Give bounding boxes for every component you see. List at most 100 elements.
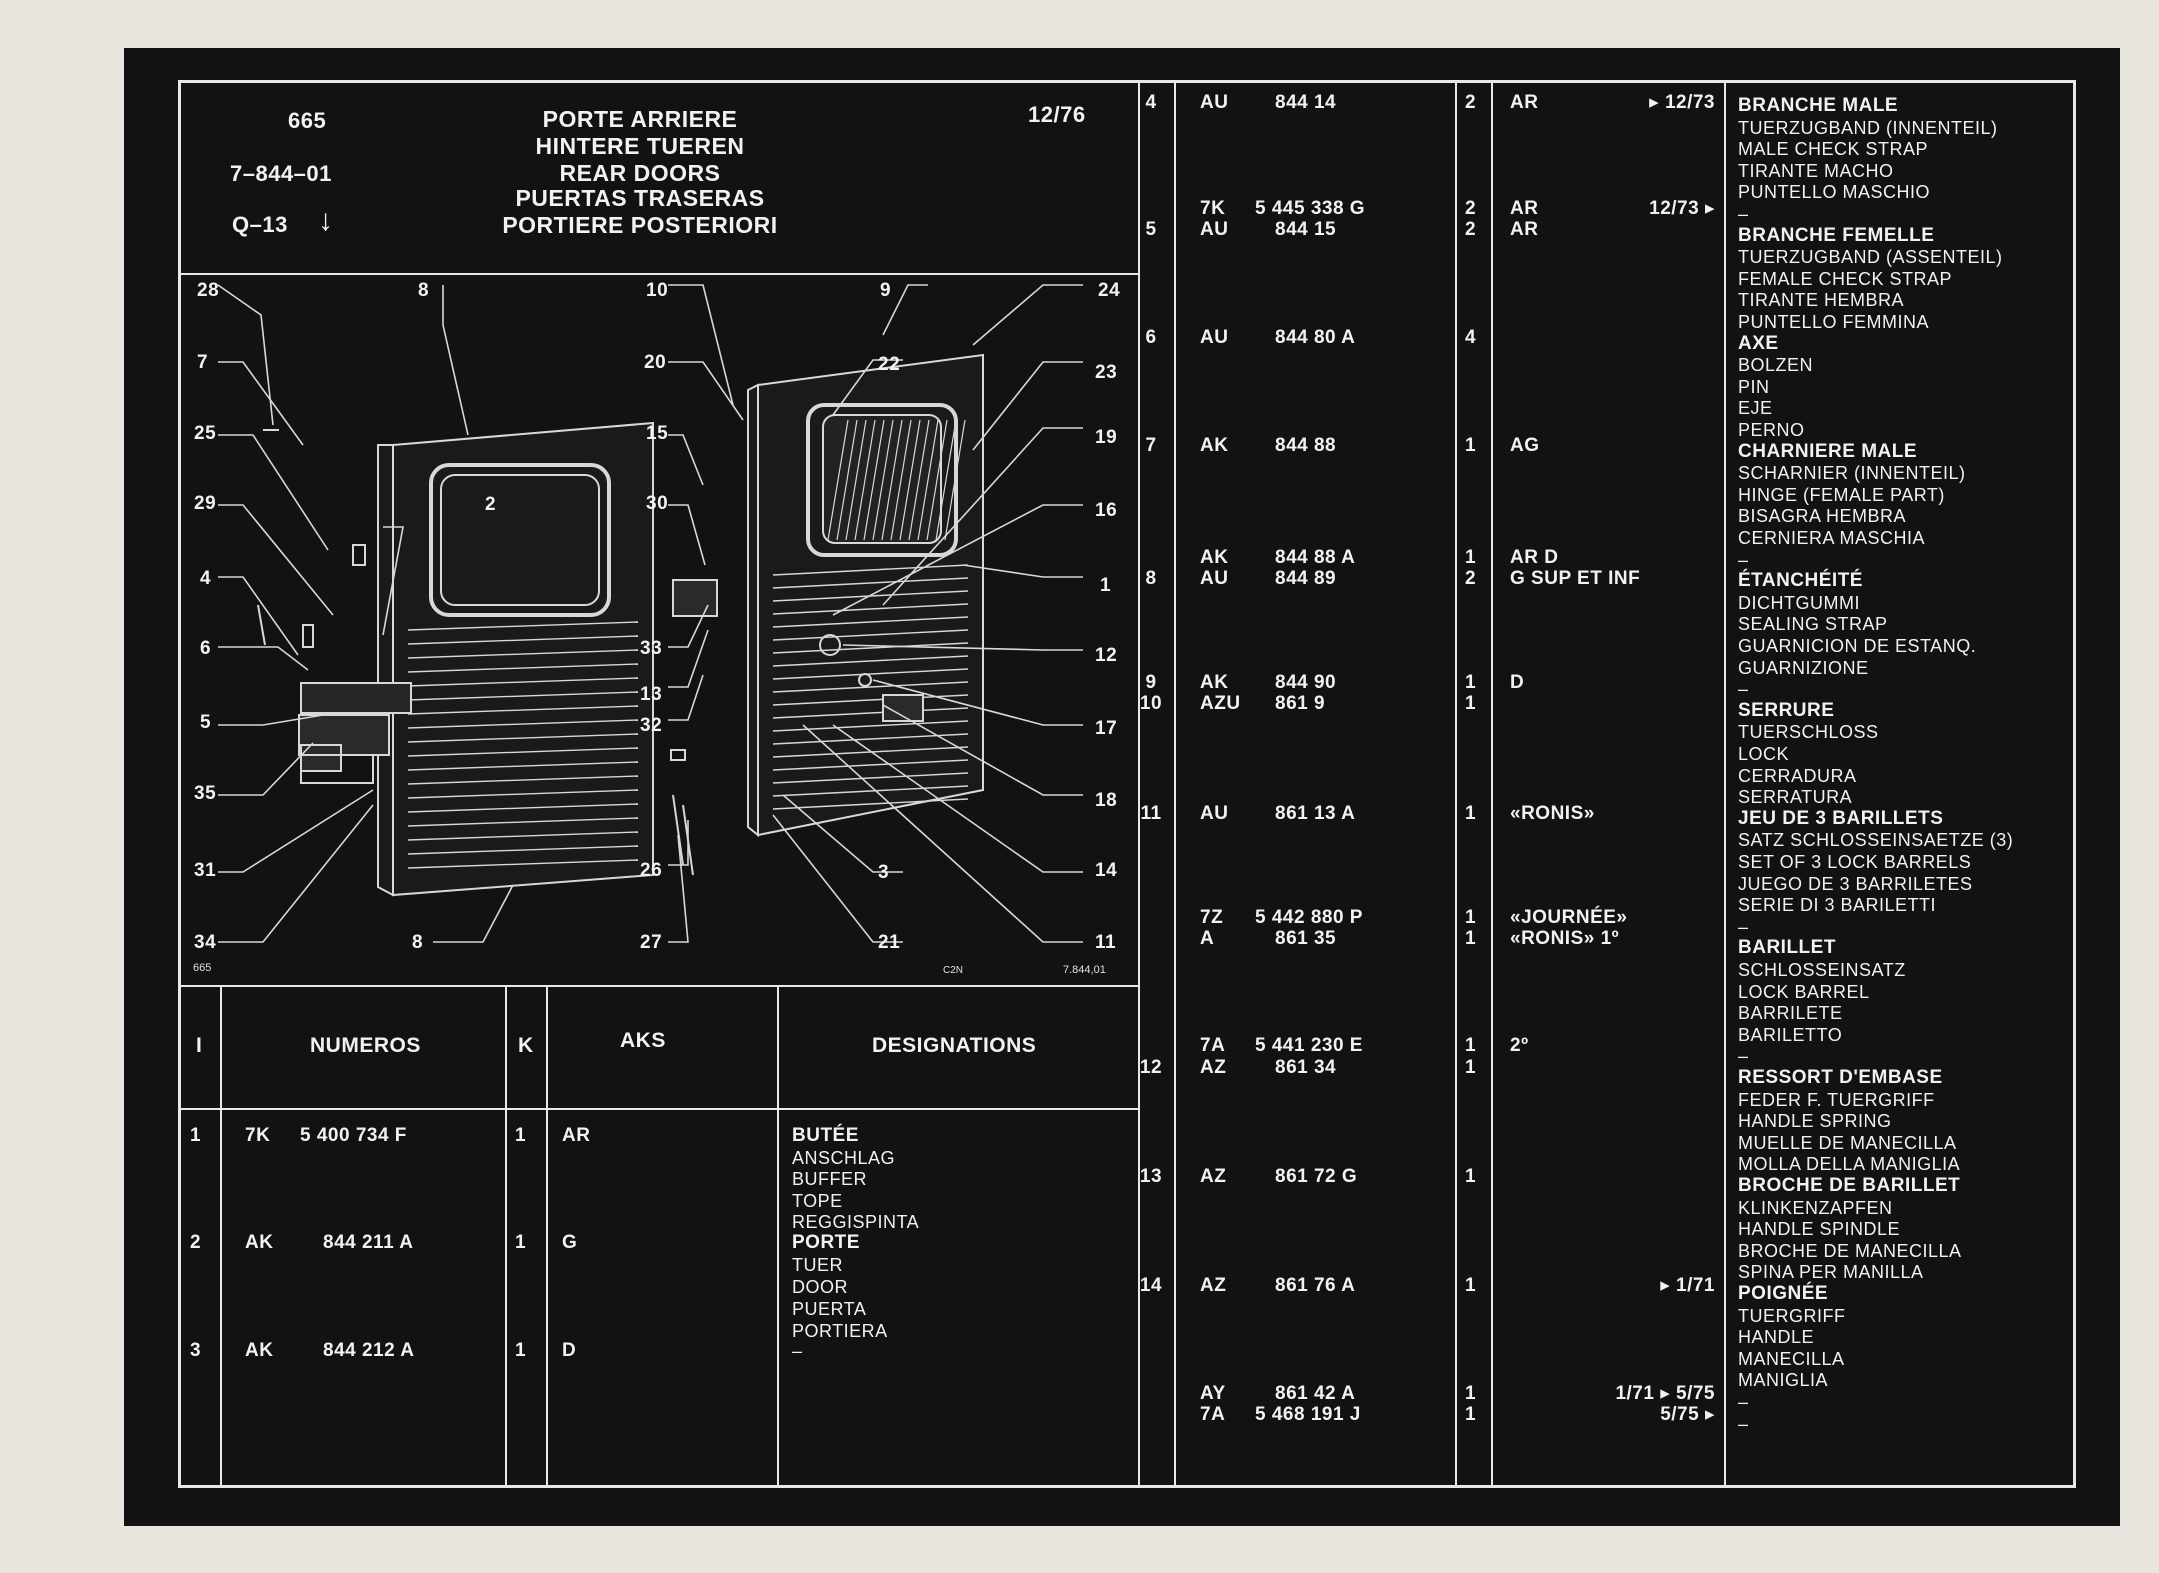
callout-label: 30 (646, 493, 669, 514)
right-row-aks: «RONIS» 1º (1510, 928, 1620, 949)
right-designation-translation: – (1738, 917, 1749, 937)
divider-k-col (546, 985, 548, 1488)
grid-reference: Q–13 (232, 212, 288, 237)
right-row-k: 2 (1465, 568, 1477, 589)
right-designation-translation: MALE CHECK STRAP (1738, 139, 1929, 159)
right-row-date: 5/75 ▸ (1660, 1404, 1715, 1425)
right-row-k: 4 (1465, 327, 1477, 348)
right-row-k: 2 (1465, 219, 1477, 240)
right-row-num: 844 14 (1275, 92, 1337, 113)
right-designation: CHARNIERE MALE (1738, 441, 1918, 462)
title-en: REAR DOORS (559, 160, 721, 186)
rear-door-exploded-diagram: 665 C2N 7.844,01 (193, 284, 1106, 976)
callout-label: 5 (200, 712, 212, 733)
left-row-1-prefix: 7K (245, 1125, 271, 1146)
right-designation-translation: SPINA PER MANILLA (1738, 1262, 1924, 1282)
right-designation-translation: FEMALE CHECK STRAP (1738, 269, 1953, 289)
right-row-aks: G SUP ET INF (1510, 568, 1641, 589)
right-designation-translation: FEDER F. TUERGRIFF (1738, 1090, 1935, 1110)
callout-label: 28 (197, 280, 220, 301)
right-designation-translation: SERIE DI 3 BARILETTI (1738, 895, 1937, 915)
right-row-pre: AZ (1200, 1275, 1227, 1296)
left-row-2-qty: 1 (515, 1232, 527, 1253)
callout-label: 2 (485, 494, 497, 515)
right-designation-translation: MANECILLA (1738, 1349, 1845, 1369)
reference-number: 7–844–01 (230, 161, 332, 186)
left-row-1-qty: 1 (515, 1125, 527, 1146)
right-row-aks: «JOURNÉE» (1510, 907, 1628, 928)
divider-diagram-table (178, 985, 1138, 987)
col-header-designations: DESIGNATIONS (872, 1034, 1037, 1057)
right-row-pre: AK (1200, 672, 1229, 693)
right-designation-translation: GUARNICION DE ESTANQ. (1738, 636, 1977, 656)
right-row-pre: AU (1200, 568, 1229, 589)
left-row-2-desig-2: DOOR (792, 1277, 848, 1297)
callout-label: 27 (640, 932, 663, 953)
callout-label: 12 (1095, 645, 1118, 666)
right-row-k: 1 (1465, 1035, 1477, 1056)
callout-label: 34 (194, 932, 217, 953)
right-row-aks: AR D (1510, 547, 1559, 568)
right-row-aks: AR (1510, 92, 1539, 113)
right-row-aks: AG (1510, 435, 1540, 456)
title-de: HINTERE TUEREN (535, 133, 745, 159)
right-designation-translation: HINGE (FEMALE PART) (1738, 485, 1945, 505)
callout-label: 17 (1095, 718, 1118, 739)
left-row-2-desig-4: PORTIERA (792, 1321, 888, 1341)
divider-aks-col (777, 985, 779, 1488)
divider-aks-desig-right (1724, 80, 1726, 1488)
right-row-i: 14 (1139, 1275, 1163, 1296)
right-row-num: 844 88 A (1275, 547, 1356, 568)
right-designation-translation: BISAGRA HEMBRA (1738, 506, 1907, 526)
right-row-num: 844 88 (1275, 435, 1337, 456)
right-designation-translation: JUEGO DE 3 BARRILETES (1738, 874, 1973, 894)
right-row-i: 9 (1145, 672, 1157, 693)
right-row-pre: 7A (1200, 1404, 1226, 1425)
diagram-footer-mid: C2N (943, 965, 963, 976)
right-row-k: 2 (1465, 92, 1477, 113)
divider-i-col (220, 985, 222, 1488)
right-designation-translation: TUERSCHLOSS (1738, 722, 1879, 742)
left-row-1-desig-4: REGGISPINTA (792, 1212, 920, 1232)
right-row-pre: AU (1200, 327, 1229, 348)
right-designation-translation: CERNIERA MASCHIA (1738, 528, 1926, 548)
right-row-num: 861 9 (1275, 693, 1326, 714)
divider-i-col-right (1174, 80, 1176, 1488)
right-row-k: 1 (1465, 1383, 1477, 1404)
callout-label: 4 (200, 568, 212, 589)
right-row-k: 1 (1465, 547, 1477, 568)
right-row-num: 5 441 230 E (1255, 1035, 1363, 1056)
callout-label: 9 (880, 280, 892, 301)
right-row-pre: AZU (1200, 693, 1241, 714)
right-designation-translation: – (1738, 1414, 1749, 1434)
right-row-k: 1 (1465, 1166, 1477, 1187)
right-row-pre: A (1200, 928, 1215, 949)
right-designation-translation: BARRILETE (1738, 1003, 1843, 1023)
callout-label: 35 (194, 783, 217, 804)
right-designation-translation: PIN (1738, 377, 1770, 397)
left-row-3-i: 3 (190, 1340, 202, 1361)
right-row-num: 861 35 (1275, 928, 1337, 949)
col-header-k: K (518, 1034, 534, 1057)
right-designation-translation: – (1738, 679, 1749, 699)
right-row-date: 12/73 ▸ (1649, 198, 1715, 219)
callout-label: 10 (646, 280, 669, 301)
right-row-pre: 7A (1200, 1035, 1226, 1056)
right-row-pre: AZ (1200, 1057, 1227, 1078)
right-designation: BARILLET (1738, 937, 1836, 958)
right-row-pre: 7Z (1200, 907, 1224, 928)
left-row-2-designation: PORTE (792, 1232, 860, 1253)
right-row-i: 5 (1145, 219, 1157, 240)
right-designation-translation: HANDLE SPRING (1738, 1111, 1892, 1131)
right-row-i: 7 (1145, 435, 1157, 456)
right-row-i: 11 (1140, 803, 1162, 824)
col-header-numeros: NUMEROS (310, 1034, 421, 1057)
right-row-num: 5 468 191 J (1255, 1404, 1361, 1425)
left-row-2-i: 2 (190, 1232, 202, 1253)
right-row-pre: AZ (1200, 1166, 1227, 1187)
left-door-drawing (257, 421, 654, 897)
left-row-2-number: 844 211 A (323, 1232, 414, 1253)
left-row-1-desig-2: BUFFER (792, 1169, 867, 1189)
right-designation: RESSORT D'EMBASE (1738, 1067, 1943, 1088)
right-row-k: 1 (1465, 693, 1477, 714)
